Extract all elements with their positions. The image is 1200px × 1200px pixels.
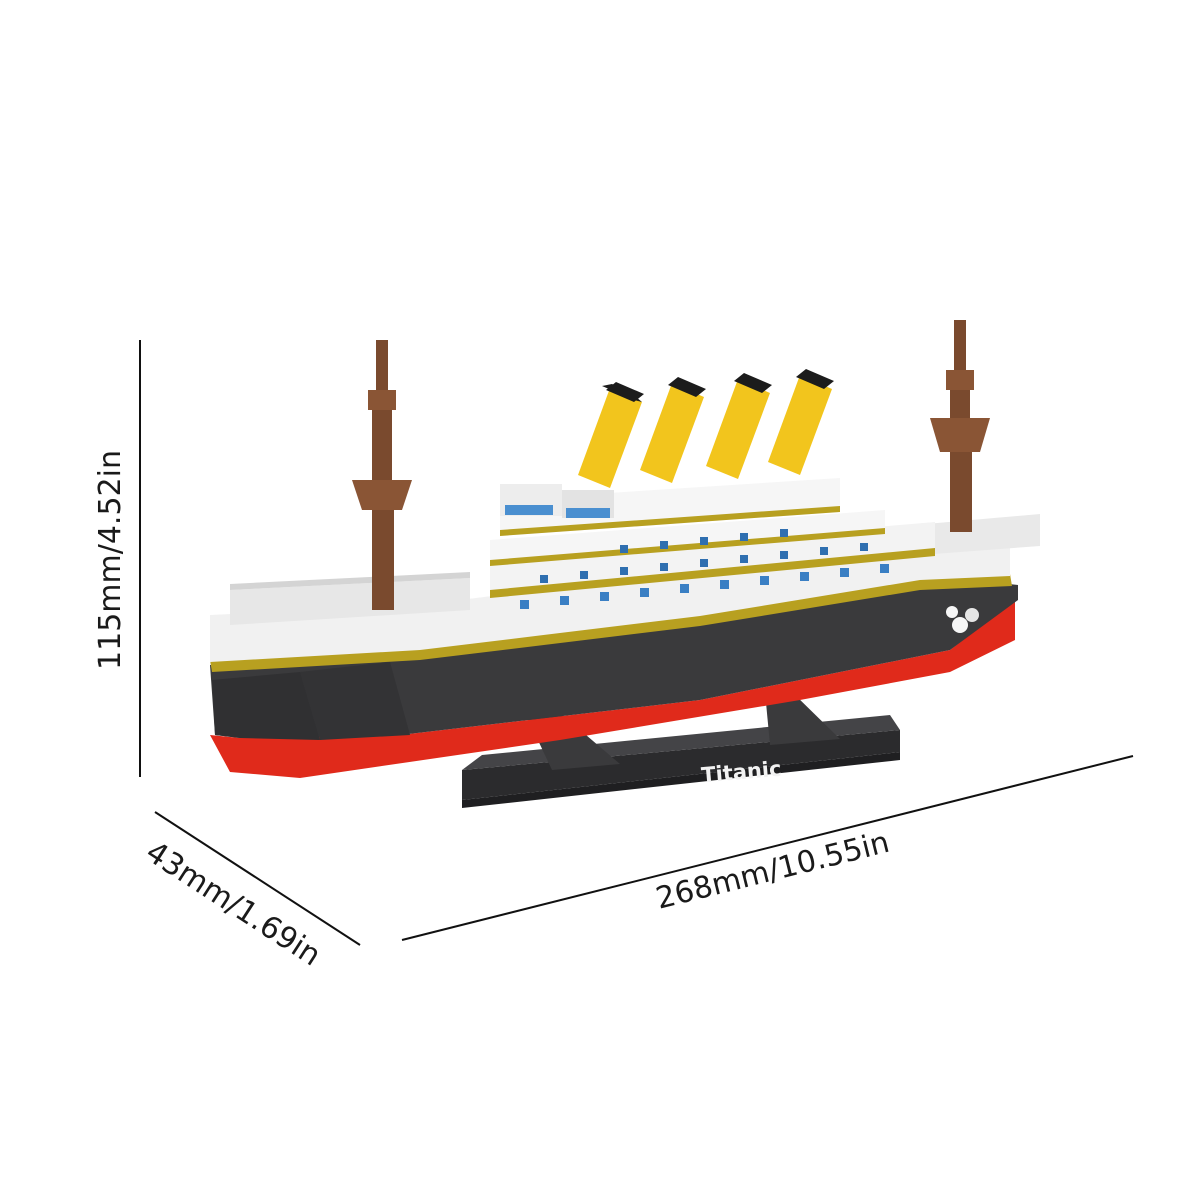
depth-dimension-label: 43mm/1.69in: [139, 835, 327, 974]
front-mast: [930, 320, 990, 532]
depth-dimension-line: [154, 811, 361, 946]
funnel-2: [640, 377, 706, 483]
height-dimension-label: 115mm/4.52in: [93, 450, 128, 670]
ship-hull: [210, 545, 1018, 778]
display-stand: Titanic: [462, 690, 900, 808]
superstructure-windows: [540, 529, 868, 583]
funnel-1: [578, 382, 644, 488]
funnel-3: [706, 373, 772, 479]
length-dimension-line: [401, 755, 1134, 941]
funnel-4: [768, 369, 834, 475]
hull-windows: [520, 564, 889, 609]
ship-funnels: [578, 369, 834, 488]
length-dimension-label: 268mm/10.55in: [652, 825, 892, 917]
ship-superstructure: [230, 478, 1040, 625]
rear-mast: [352, 340, 412, 610]
